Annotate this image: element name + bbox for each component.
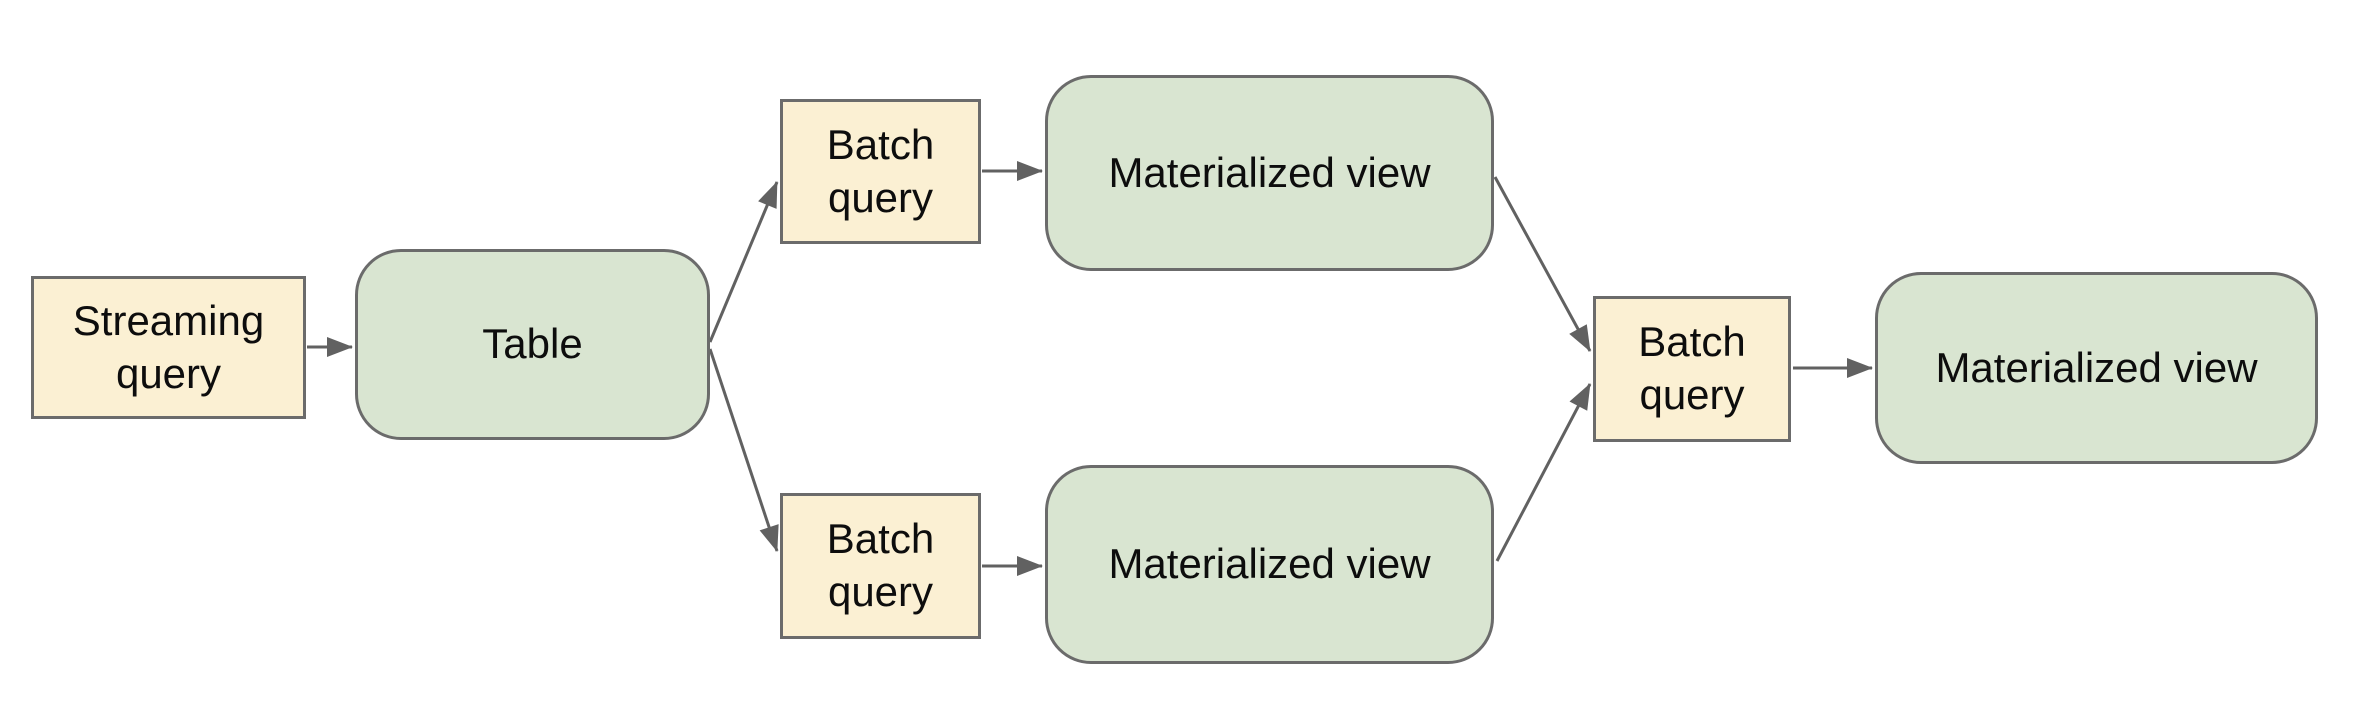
node-batch-query-bottom-label: Batch query xyxy=(826,515,935,615)
connector-mv-top-to-batch-right xyxy=(1493,176,1592,352)
node-batch-query-right-label: Batch query xyxy=(1638,318,1746,418)
node-table: Table xyxy=(355,249,710,440)
node-batch-query-bottom: Batch query xyxy=(780,493,981,639)
node-materialized-view-top-label: Materialized view xyxy=(1108,148,1431,196)
node-batch-query-top-label: Batch query xyxy=(826,120,935,221)
connector-table-to-batch-top xyxy=(708,181,779,343)
node-materialized-view-final: Materialized view xyxy=(1875,272,2318,464)
node-table-label: Table xyxy=(482,320,583,368)
node-materialized-view-bottom: Materialized view xyxy=(1045,465,1494,664)
connector-mv-bottom-to-batch-right xyxy=(1495,383,1592,562)
node-streaming-query-label: Streaming query xyxy=(72,296,265,397)
node-streaming-query: Streaming query xyxy=(31,276,306,419)
node-materialized-view-top: Materialized view xyxy=(1045,75,1494,271)
node-batch-query-top: Batch query xyxy=(780,99,981,244)
node-batch-query-right: Batch query xyxy=(1593,296,1791,442)
node-materialized-view-bottom-label: Materialized view xyxy=(1108,540,1431,588)
node-materialized-view-final-label: Materialized view xyxy=(1935,343,2258,391)
connector-table-to-batch-bottom xyxy=(708,348,779,552)
